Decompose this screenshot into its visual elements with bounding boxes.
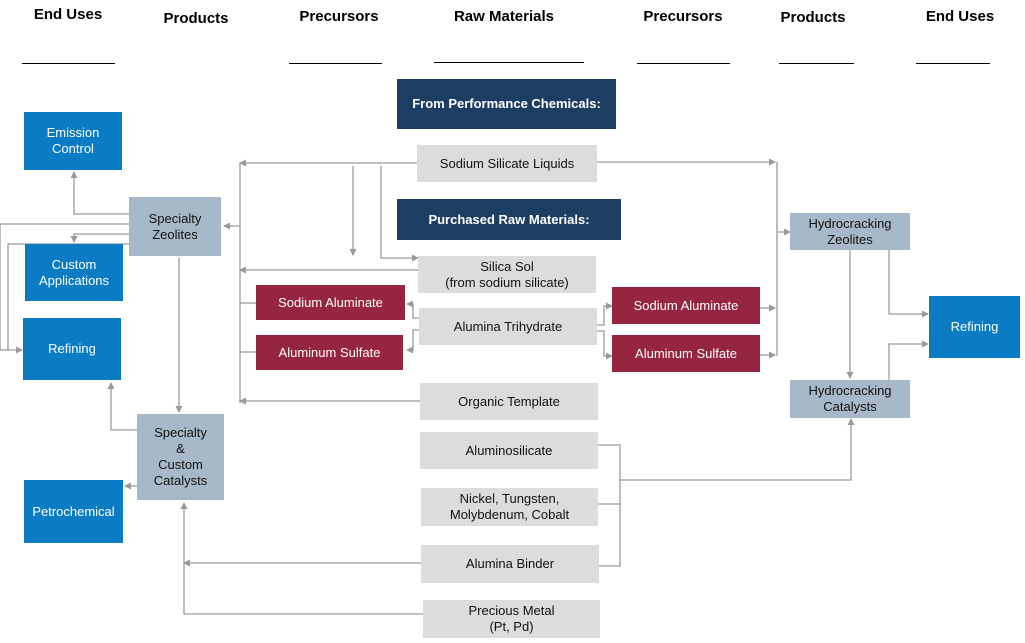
header-underline bbox=[916, 63, 990, 64]
silica-sol-box: Silica Sol (from sodium silicate) bbox=[418, 256, 596, 293]
header-underline bbox=[779, 63, 854, 64]
header-products-right: Products bbox=[780, 9, 846, 26]
header-underline bbox=[434, 62, 584, 63]
header-raw-materials: Raw Materials bbox=[453, 8, 555, 25]
nickel-tungsten-box: Nickel, Tungsten, Molybdenum, Cobalt bbox=[421, 488, 598, 526]
sodium-silicate-liquids-box: Sodium Silicate Liquids bbox=[417, 145, 597, 182]
header-products-left: Products bbox=[163, 10, 229, 27]
header-end-uses-left: End Uses bbox=[33, 6, 103, 23]
precious-metal-box: Precious Metal (Pt, Pd) bbox=[423, 600, 600, 638]
refining-left-box: Refining bbox=[23, 318, 121, 380]
custom-applications-box: Custom Applications bbox=[25, 244, 123, 301]
aluminosilicate-box: Aluminosilicate bbox=[420, 432, 598, 469]
specialty-zeolites-box: Specialty Zeolites bbox=[129, 197, 221, 256]
from-performance-chemicals-label: From Performance Chemicals: bbox=[397, 79, 616, 129]
header-underline bbox=[637, 63, 730, 64]
hydrocracking-zeolites-box: Hydrocracking Zeolites bbox=[790, 213, 910, 250]
petrochemical-box: Petrochemical bbox=[24, 480, 123, 543]
organic-template-box: Organic Template bbox=[420, 383, 598, 420]
refining-right-box: Refining bbox=[929, 296, 1020, 358]
emission-control-box: Emission Control bbox=[24, 112, 122, 170]
sodium-aluminate-left-box: Sodium Aluminate bbox=[256, 285, 405, 320]
alumina-trihydrate-box: Alumina Trihydrate bbox=[419, 308, 597, 345]
aluminum-sulfate-left-box: Aluminum Sulfate bbox=[256, 335, 403, 370]
header-underline bbox=[22, 63, 115, 64]
header-precursors-left: Precursors bbox=[299, 8, 379, 25]
sodium-aluminate-right-box: Sodium Aluminate bbox=[612, 287, 760, 324]
header-precursors-right: Precursors bbox=[643, 8, 723, 25]
hydrocracking-catalysts-box: Hydrocracking Catalysts bbox=[790, 380, 910, 418]
specialty-custom-catalysts-box: Specialty & Custom Catalysts bbox=[137, 414, 224, 500]
header-underline bbox=[289, 63, 382, 64]
header-end-uses-right: End Uses bbox=[925, 8, 995, 25]
aluminum-sulfate-right-box: Aluminum Sulfate bbox=[612, 335, 760, 372]
purchased-raw-materials-label: Purchased Raw Materials: bbox=[397, 199, 621, 240]
alumina-binder-box: Alumina Binder bbox=[421, 545, 599, 583]
